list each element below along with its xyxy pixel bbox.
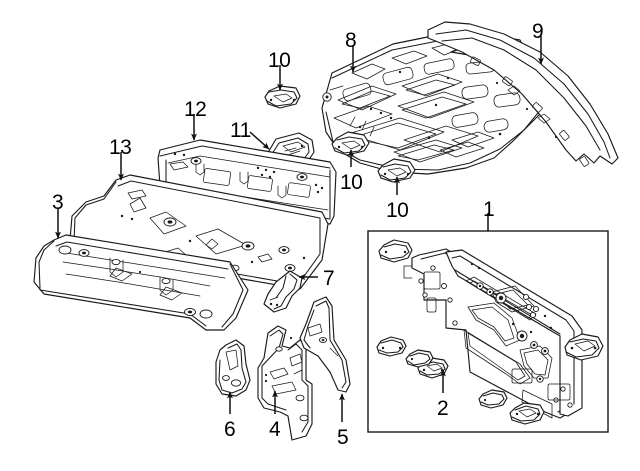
part-2-bracket-variant-c — [405, 349, 434, 368]
callout-label-10-b[interactable]: 10 — [340, 171, 363, 194]
part-4-left-rear-pillar-reinforcement — [257, 325, 313, 441]
callout-label-2[interactable]: 2 — [437, 397, 449, 420]
callout-label-13[interactable]: 13 — [109, 136, 132, 159]
part-1-rear-body-panel — [403, 248, 583, 419]
callout-label-3[interactable]: 3 — [52, 191, 64, 214]
callout-leaders — [55, 36, 544, 422]
part-5-right-rear-pillar-reinforcement — [299, 296, 351, 393]
callout-label-10-c[interactable]: 10 — [386, 199, 409, 222]
part-9-roof-rail — [427, 21, 619, 167]
part-2-bracket-variant-f — [564, 333, 604, 361]
callout-label-10-a[interactable]: 10 — [268, 49, 291, 72]
callout-label-4[interactable]: 4 — [269, 418, 281, 441]
callout-label-8[interactable]: 8 — [345, 29, 357, 52]
part-3-lower-rear-crossmember — [33, 234, 249, 331]
part-2-bracket-variant-e — [509, 402, 545, 425]
part-10-roof-bracket-b — [331, 131, 370, 156]
part-2-bracket-variant-d — [478, 389, 508, 409]
callout-label-1[interactable]: 1 — [483, 198, 495, 221]
part-7-upper-corner-bracket — [263, 270, 303, 313]
part-2-bracket-variant-b — [376, 336, 407, 357]
part-6-rear-gusset-plate — [215, 339, 251, 397]
part-10-roof-bracket-c — [377, 158, 416, 183]
callout-label-6[interactable]: 6 — [224, 418, 236, 441]
callout-label-9[interactable]: 9 — [532, 20, 544, 43]
callout-label-5[interactable]: 5 — [337, 426, 349, 449]
callout-label-7[interactable]: 7 — [323, 267, 335, 290]
callout-label-11[interactable]: 11 — [230, 119, 251, 142]
part-10-roof-bracket-a — [264, 85, 301, 109]
callout-label-12[interactable]: 12 — [184, 98, 207, 121]
part-2-bracket-variant-a — [378, 239, 413, 263]
